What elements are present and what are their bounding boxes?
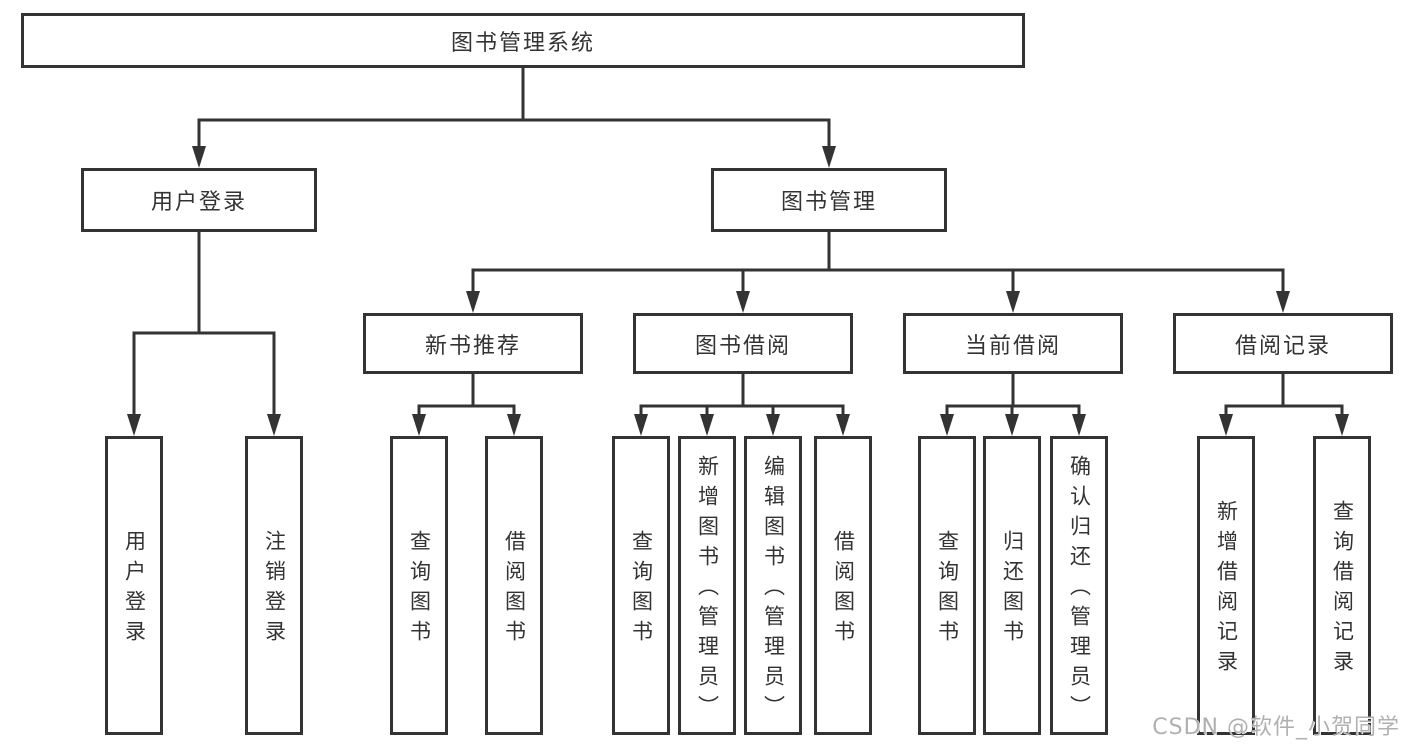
leaf-add-borrow-record: 新增借阅记录 [1197, 436, 1255, 735]
leaf-confirm-return-admin: 确认归还（管理员） [1050, 436, 1108, 735]
leaf-return-books: 归还图书 [983, 436, 1041, 735]
leaf-query-borrow-record: 查询借阅记录 [1313, 436, 1371, 735]
leaf-label: 新增图书（管理员） [695, 455, 720, 725]
node-book-management: 图书管理 [711, 168, 947, 232]
leaf-label: 新增借阅记录 [1214, 500, 1239, 680]
leaf-label: 查询图书 [935, 530, 960, 650]
node-root-system: 图书管理系统 [21, 13, 1025, 68]
leaf-query-books-current: 查询图书 [918, 436, 976, 735]
leaf-borrow-books: 借阅图书 [814, 436, 872, 735]
csdn-watermark: CSDN @软件_小贺同学 [1152, 715, 1400, 740]
node-user-login: 用户登录 [81, 168, 317, 232]
leaf-label: 借阅图书 [831, 530, 856, 650]
leaf-label: 确认归还（管理员） [1067, 455, 1092, 725]
leaf-label: 注销登录 [262, 530, 287, 650]
node-label: 图书管理系统 [450, 30, 595, 56]
leaf-label: 查询图书 [629, 530, 654, 650]
leaf-label: 归还图书 [1000, 530, 1025, 650]
leaf-logout: 注销登录 [245, 436, 303, 735]
leaf-label: 编辑图书（管理员） [761, 455, 786, 725]
node-label: 当前借阅 [964, 333, 1061, 359]
node-current-borrowing: 当前借阅 [903, 313, 1123, 374]
leaf-label: 查询借阅记录 [1330, 500, 1355, 680]
node-borrowing-records: 借阅记录 [1173, 313, 1393, 374]
node-label: 新书推荐 [424, 333, 521, 359]
node-label: 图书管理 [780, 190, 877, 215]
leaf-user-login: 用户登录 [105, 436, 163, 735]
leaf-borrow-books-recommend: 借阅图书 [485, 436, 543, 735]
node-label: 用户登录 [150, 190, 247, 215]
node-book-borrowing: 图书借阅 [633, 313, 853, 374]
node-label: 借阅记录 [1234, 333, 1331, 359]
leaf-edit-books-admin: 编辑图书（管理员） [744, 436, 802, 735]
leaf-query-books-recommend: 查询图书 [390, 436, 448, 735]
leaf-add-books-admin: 新增图书（管理员） [678, 436, 736, 735]
leaf-label: 用户登录 [122, 530, 147, 650]
leaf-label: 借阅图书 [502, 530, 527, 650]
node-label: 图书借阅 [694, 333, 791, 359]
leaf-label: 查询图书 [407, 530, 432, 650]
node-new-book-recommend: 新书推荐 [363, 313, 583, 374]
leaf-query-books-borrow: 查询图书 [612, 436, 670, 735]
